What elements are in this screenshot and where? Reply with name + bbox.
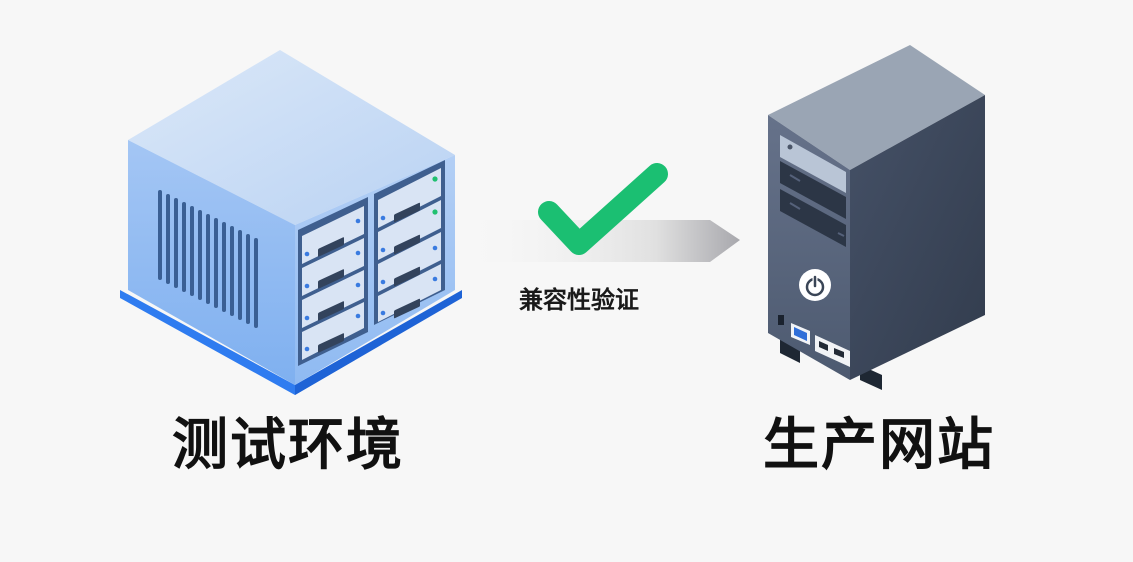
server-rack-icon bbox=[120, 50, 462, 395]
compatibility-check-label: 兼容性验证 bbox=[519, 286, 639, 314]
arrow-right-icon bbox=[460, 220, 740, 262]
checkmark-icon bbox=[538, 163, 668, 255]
source-label: 测试环境 bbox=[172, 413, 404, 478]
tower-server-icon bbox=[768, 45, 985, 390]
target-label: 生产网站 bbox=[763, 413, 995, 478]
